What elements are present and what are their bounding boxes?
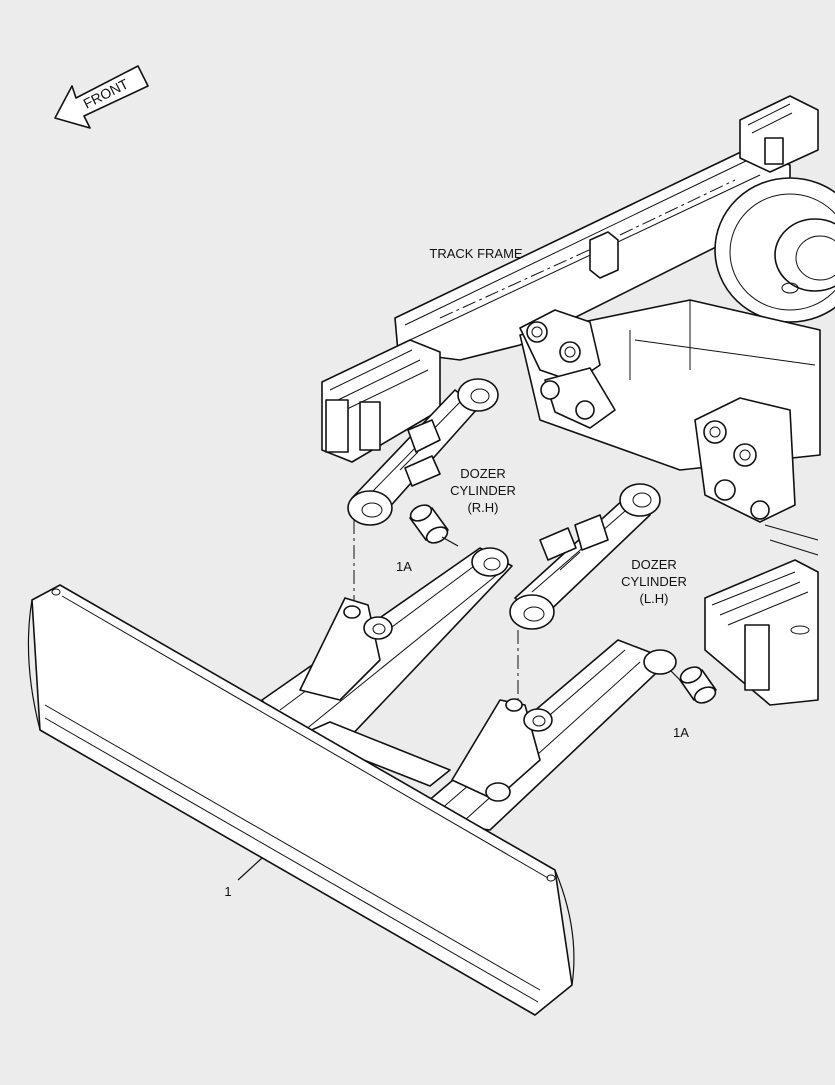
cylinder-bracket-rh — [519, 309, 616, 429]
track-frame — [321, 95, 835, 706]
dozer-cylinder-lh-label: DOZER CYLINDER (L.H) — [621, 557, 687, 606]
dozer-cylinder-rh-label: DOZER CYLINDER (R.H) — [450, 466, 516, 515]
bushing-left-label: 1A — [396, 559, 412, 574]
cyl-lh-line1: DOZER — [631, 557, 677, 572]
cylinder-bracket-lh — [694, 397, 796, 523]
bushing-right-label: 1A — [673, 725, 689, 740]
cyl-lh-line2: CYLINDER — [621, 574, 687, 589]
blade-part-label: 1 — [224, 884, 231, 899]
dozer-blade-assembly — [27, 547, 677, 1016]
dozer-cylinder-rh — [347, 378, 499, 526]
cyl-rh-line3: (R.H) — [467, 500, 498, 515]
dozer-cylinder-lh — [509, 483, 661, 630]
cyl-rh-line2: CYLINDER — [450, 483, 516, 498]
track-frame-label: TRACK FRAME — [429, 246, 523, 261]
bushing-1a-left — [409, 504, 459, 547]
cyl-rh-line1: DOZER — [460, 466, 506, 481]
front-arrow-icon: FRONT — [54, 65, 149, 129]
cyl-lh-line3: (L.H) — [640, 591, 669, 606]
